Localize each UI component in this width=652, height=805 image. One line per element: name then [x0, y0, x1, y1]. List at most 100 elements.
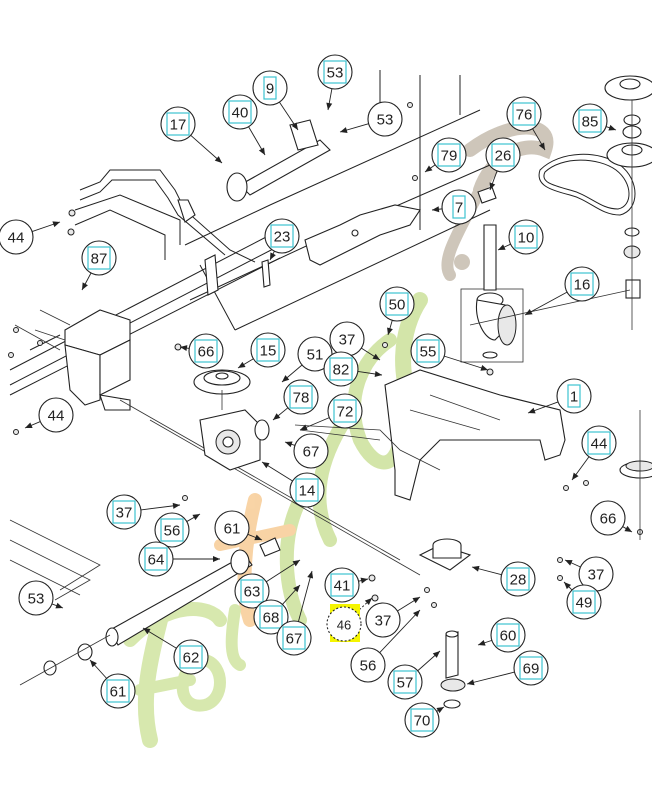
callout-44: 44 [39, 398, 73, 432]
arrowhead [525, 309, 533, 315]
callout-44[interactable]: 44 [582, 426, 616, 460]
callout-label: 46 [337, 618, 351, 633]
callout-label: 70 [414, 713, 431, 730]
callout-1[interactable]: 1 [557, 379, 591, 413]
callout-label: 55 [420, 344, 437, 361]
callout-label: 56 [164, 523, 181, 540]
callout-72[interactable]: 72 [328, 394, 362, 428]
callout-label: 28 [510, 572, 527, 589]
callout-53: 53 [368, 102, 402, 136]
callout-50[interactable]: 50 [380, 287, 414, 321]
callout-label: 53 [28, 591, 45, 608]
callout-17[interactable]: 17 [161, 107, 195, 141]
arrowhead [467, 679, 475, 685]
callout-label: 23 [274, 229, 291, 246]
callout-37: 37 [366, 603, 400, 637]
arrowhead [285, 441, 293, 447]
callout-9[interactable]: 9 [253, 71, 287, 105]
arrowhead [624, 526, 632, 532]
callout-label: 76 [516, 107, 533, 124]
arrowhead [273, 413, 280, 420]
arrowhead [192, 514, 200, 520]
callout-label: 63 [244, 584, 261, 601]
callout-67[interactable]: 67 [277, 621, 311, 655]
arrowhead [326, 103, 332, 110]
callout-57[interactable]: 57 [388, 665, 422, 699]
callout-37[interactable]: 37 [107, 495, 141, 529]
callout-label: 79 [441, 148, 458, 165]
callout-62[interactable]: 62 [174, 640, 208, 674]
callout-label: 66 [198, 344, 215, 361]
callout-label: 56 [360, 658, 377, 675]
callout-55[interactable]: 55 [411, 334, 445, 368]
callout-79[interactable]: 79 [432, 138, 466, 172]
callout-label: 14 [299, 483, 316, 500]
callout-56[interactable]: 56 [155, 513, 189, 547]
callout-23[interactable]: 23 [265, 219, 299, 253]
callout-label: 78 [293, 390, 310, 407]
callout-61: 61 [215, 511, 249, 545]
callout-49[interactable]: 49 [567, 585, 601, 619]
callout-40[interactable]: 40 [223, 95, 257, 129]
callout-10[interactable]: 10 [509, 220, 543, 254]
arrowhead [307, 571, 313, 579]
callout-label: 26 [495, 148, 512, 165]
callout-label: 15 [260, 343, 277, 360]
callout-82[interactable]: 82 [324, 352, 358, 386]
callout-label: 37 [588, 567, 605, 584]
callout-label: 1 [570, 389, 578, 406]
callout-28[interactable]: 28 [501, 562, 535, 596]
callout-61[interactable]: 61 [101, 674, 135, 708]
callout-label: 50 [389, 297, 406, 314]
callout-41[interactable]: 41 [325, 568, 359, 602]
callout-66[interactable]: 66 [189, 334, 223, 368]
callout-label: 7 [455, 200, 463, 217]
arrowhead [472, 566, 480, 572]
leader-line-69 [467, 672, 515, 684]
callout-16[interactable]: 16 [565, 267, 599, 301]
leader-line-67 [298, 571, 312, 622]
callout-label: 67 [303, 444, 320, 461]
callout-label: 53 [327, 65, 344, 82]
callout-53: 53 [19, 581, 53, 615]
callout-14[interactable]: 14 [290, 473, 324, 507]
callout-87[interactable]: 87 [82, 241, 116, 275]
callout-label: 69 [523, 661, 540, 678]
callout-78[interactable]: 78 [284, 380, 318, 414]
arrowhead [608, 125, 616, 131]
callout-label: 10 [518, 230, 535, 247]
callout-label: 66 [600, 511, 617, 528]
callout-37: 37 [330, 322, 364, 356]
arrowhead [412, 597, 420, 603]
callout-label: 9 [266, 81, 274, 98]
callout-46: 46 [327, 607, 361, 641]
arrowhead [375, 371, 382, 377]
callout-label: 17 [170, 117, 187, 134]
callout-69[interactable]: 69 [514, 651, 548, 685]
callout-label: 68 [263, 610, 280, 627]
arrowhead [478, 640, 486, 646]
callout-7[interactable]: 7 [442, 190, 476, 224]
callout-label: 82 [333, 362, 350, 379]
arrowhead [238, 362, 246, 368]
callout-85[interactable]: 85 [573, 104, 607, 138]
callout-label: 53 [377, 112, 394, 129]
arrowhead [55, 603, 63, 609]
callout-label: 60 [500, 628, 517, 645]
callout-label: 37 [375, 613, 392, 630]
callout-70[interactable]: 70 [405, 703, 439, 737]
callout-56: 56 [351, 648, 385, 682]
callout-label: 37 [339, 332, 356, 349]
arrowhead [259, 147, 265, 155]
arrowhead [52, 221, 60, 227]
callout-76[interactable]: 76 [507, 97, 541, 131]
callout-label: 57 [397, 675, 414, 692]
callout-53[interactable]: 53 [318, 55, 352, 89]
callout-26[interactable]: 26 [486, 138, 520, 172]
callout-64[interactable]: 64 [139, 542, 173, 576]
arrowhead [572, 473, 579, 480]
callout-15[interactable]: 15 [251, 333, 285, 367]
callout-label: 51 [307, 347, 324, 364]
callout-60[interactable]: 60 [491, 618, 525, 652]
